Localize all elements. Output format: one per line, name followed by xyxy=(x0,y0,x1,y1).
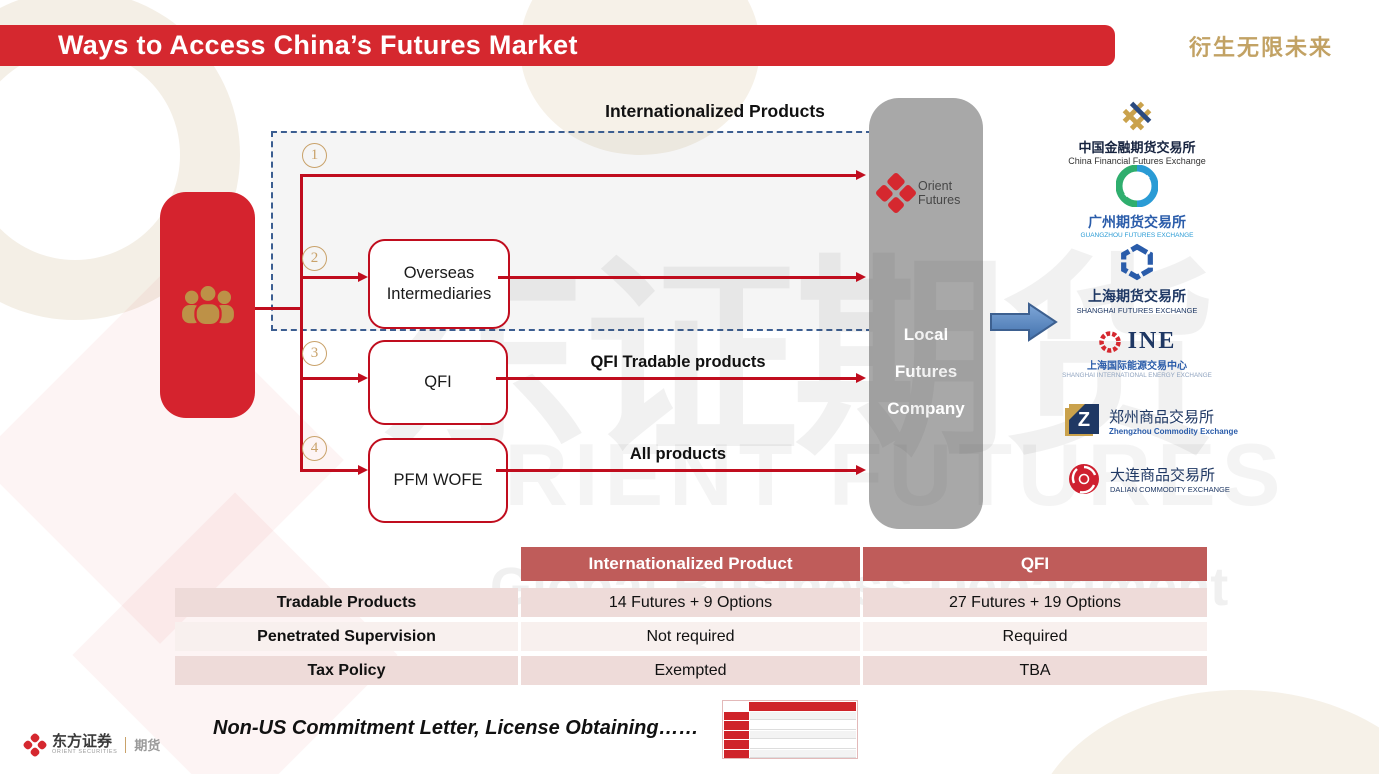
ine-name-cn: 上海国际能源交易中心 xyxy=(1087,361,1187,372)
company-line-local: Local xyxy=(903,325,949,344)
investor-box xyxy=(160,192,255,418)
exchange-ine: INE 上海国际能源交易中心 SHANGHAI INTERNATIONAL EN… xyxy=(1052,328,1222,379)
path1-number: 1 xyxy=(302,143,327,168)
internationalized-products-label: Internationalized Products xyxy=(605,101,825,121)
path4-arrowhead-in xyxy=(358,464,368,475)
investors-group-icon xyxy=(181,283,234,327)
path4-arrow-label: All products xyxy=(629,445,727,463)
table-row-label: Tradable Products xyxy=(175,588,518,617)
orient-logo-line2: Futures xyxy=(918,193,961,207)
path3-arrowhead-out xyxy=(856,372,866,383)
ine-logo-icon xyxy=(1098,330,1121,353)
table-cell: Required xyxy=(863,622,1207,651)
dce-name-en: DALIAN COMMODITY EXCHANGE xyxy=(1110,485,1230,494)
footer-brand: 东方证券 ORIENT SECURITIES 期货 xyxy=(22,731,161,758)
path1-arrowhead xyxy=(856,169,866,180)
footer-divider xyxy=(125,736,127,753)
path3-arrowhead-in xyxy=(358,372,368,383)
page-title: Ways to Access China’s Futures Market xyxy=(58,30,578,60)
table-header-qfi: QFI xyxy=(863,547,1207,581)
exchange-dce: 大连商品交易所 DALIAN COMMODITY EXCHANGE xyxy=(1066,461,1230,497)
path3-line-out xyxy=(496,377,856,380)
exchange-zce: Z 郑州商品交易所 Zhengzhou Commodity Exchange xyxy=(1063,402,1238,440)
orient-logo-line1: Orient xyxy=(918,178,953,193)
path2-line-out xyxy=(498,276,856,279)
ine-wordmark: INE xyxy=(1127,328,1177,354)
title-bar: Ways to Access China’s Futures Market xyxy=(0,25,1115,66)
gfex-name-en: GUANGZHOU FUTURES EXCHANGE xyxy=(1080,232,1194,239)
pfm-wofe-box: PFM WOFE xyxy=(368,438,508,523)
footer-brand-sub: ORIENT SECURITIES xyxy=(52,749,118,755)
table-cell: TBA xyxy=(863,656,1207,685)
exchange-cffex: 中国金融期货交易所 China Financial Futures Exchan… xyxy=(1052,100,1222,166)
path4-line-in xyxy=(300,469,358,472)
table-header-internationalized: Internationalized Product xyxy=(521,547,860,581)
orient-diamond-icon xyxy=(874,171,918,215)
table-cell: 27 Futures + 19 Options xyxy=(863,588,1207,617)
overseas-intermediaries-box: Overseas Intermediaries xyxy=(368,239,510,329)
local-futures-company-box: Orient Futures Local Futures Company xyxy=(869,98,983,529)
commitment-table-thumbnail xyxy=(722,700,858,759)
dce-logo-icon xyxy=(1069,464,1099,494)
path4-number: 4 xyxy=(302,436,327,461)
to-exchanges-arrow-icon xyxy=(990,302,1058,342)
connector-investor-trunk xyxy=(255,307,302,310)
dce-name-cn: 大连商品交易所 xyxy=(1110,467,1216,484)
path3-number: 3 xyxy=(302,341,327,366)
company-line-company: Company xyxy=(887,399,965,418)
path1-line xyxy=(300,174,856,177)
footer-brand-cn: 东方证券 xyxy=(52,733,113,750)
exchange-gfex: 广州期货交易所 GUANGZHOU FUTURES EXCHANGE xyxy=(1052,164,1222,239)
zce-name-cn: 郑州商品交易所 xyxy=(1109,409,1215,426)
commitment-note: Non-US Commitment Letter, License Obtain… xyxy=(213,717,699,739)
table-cell: Not required xyxy=(521,622,860,651)
shfe-name-en: SHANGHAI FUTURES EXCHANGE xyxy=(1076,306,1198,315)
path2-arrowhead-in xyxy=(358,271,368,282)
zce-name-en: Zhengzhou Commodity Exchange xyxy=(1109,427,1238,436)
connector-trunk xyxy=(300,175,303,472)
decor-circle-bottom-right xyxy=(1030,690,1379,774)
shfe-name-cn: 上海期货交易所 xyxy=(1088,290,1186,305)
zce-logo-icon: Z xyxy=(1065,404,1099,436)
table-row-label: Penetrated Supervision xyxy=(175,622,518,651)
ine-name-en: SHANGHAI INTERNATIONAL ENERGY EXCHANGE xyxy=(1062,372,1212,379)
qfi-box: QFI xyxy=(368,340,508,425)
path2-line-in xyxy=(300,276,358,279)
path3-arrow-label: QFI Tradable products xyxy=(590,353,766,371)
path4-line-out xyxy=(496,469,856,472)
cffex-name-cn: 中国金融期货交易所 xyxy=(1078,140,1196,155)
svg-text:Z: Z xyxy=(1078,409,1090,431)
footer-brand-futures: 期货 xyxy=(134,738,161,753)
path2-arrowhead-out xyxy=(856,271,866,282)
company-line-futures: Futures xyxy=(894,362,958,381)
exchange-shfe: 上海期货交易所 SHANGHAI FUTURES EXCHANGE xyxy=(1052,243,1222,315)
path4-arrowhead-out xyxy=(856,464,866,475)
table-cell: 14 Futures + 9 Options xyxy=(521,588,860,617)
gfex-logo-icon xyxy=(1115,164,1159,208)
shfe-logo-icon xyxy=(1121,243,1153,281)
decor-circle-top-left-inner xyxy=(0,50,180,260)
orient-futures-logo: Orient Futures xyxy=(874,171,961,215)
internationalized-region xyxy=(271,131,872,331)
slogan-text: 衍生无限未来 xyxy=(1188,35,1333,60)
path2-number: 2 xyxy=(302,246,327,271)
gfex-name-cn: 广州期货交易所 xyxy=(1088,214,1186,230)
table-row-label: Tax Policy xyxy=(175,656,518,685)
cffex-logo-icon xyxy=(1122,101,1152,131)
path3-line-in xyxy=(300,377,358,380)
cffex-name-en: China Financial Futures Exchange xyxy=(1068,156,1206,166)
orient-securities-diamond-icon xyxy=(22,731,48,758)
table-cell: Exempted xyxy=(521,656,860,685)
